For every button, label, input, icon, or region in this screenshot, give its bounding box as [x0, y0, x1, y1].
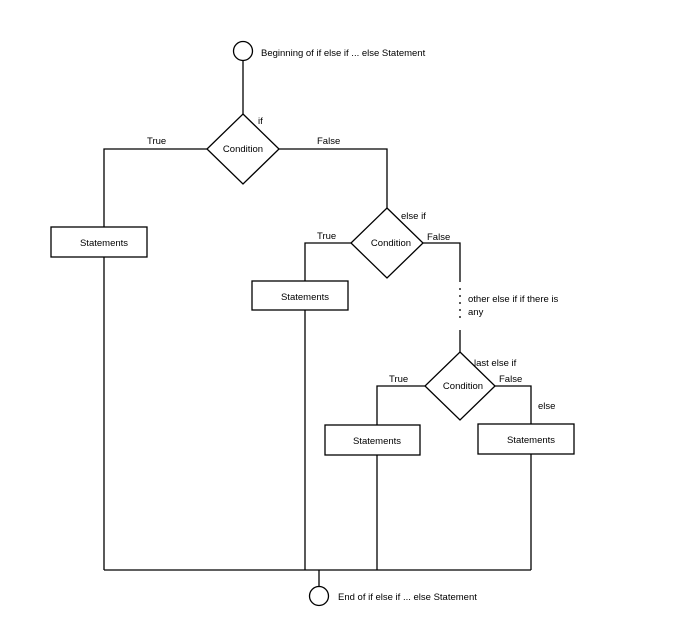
- start-terminal: [232, 40, 254, 62]
- label-elseif-false: False: [427, 232, 450, 243]
- condition-last-text: Condition: [443, 381, 483, 392]
- label-last-false: False: [499, 374, 522, 385]
- statements-box-4-text: Statements: [507, 435, 555, 446]
- label-last-true: True: [389, 374, 408, 385]
- condition-if-diamond: [206, 113, 280, 185]
- branch-if-false: [279, 148, 388, 208]
- end-terminal: [308, 585, 330, 607]
- label-elseif-true: True: [317, 231, 336, 242]
- statements-box-2-text: Statements: [281, 292, 329, 303]
- other-else-if-line1: other else if if there is: [468, 294, 559, 305]
- branch-if-true: [103, 148, 207, 227]
- statements-box-3: [324, 424, 421, 456]
- condition-elseif-diamond: [350, 207, 424, 279]
- branch-last-false: [495, 385, 532, 424]
- end-label: End of if else if ... else Statement: [338, 592, 477, 603]
- start-label: Beginning of if else if ... else Stateme…: [261, 48, 426, 59]
- label-last-else-if: last else if: [474, 358, 517, 369]
- label-if: if: [258, 116, 263, 127]
- other-else-if-line2: any: [468, 307, 484, 318]
- condition-elseif-text: Condition: [371, 238, 411, 249]
- branch-elseif-true: [304, 242, 351, 281]
- condition-if-text: Condition: [223, 144, 263, 155]
- label-if-false: False: [317, 136, 340, 147]
- label-if-true: True: [147, 136, 166, 147]
- statements-box-3-text: Statements: [353, 436, 401, 447]
- condition-last-diamond: [424, 351, 496, 421]
- label-else: else: [538, 401, 555, 412]
- statements-box-1: [50, 226, 148, 258]
- label-else-if: else if: [401, 211, 426, 222]
- statements-box-1-text: Statements: [80, 238, 128, 249]
- statements-box-2: [251, 280, 349, 311]
- branch-last-true: [376, 385, 425, 425]
- statements-box-4: [477, 423, 575, 455]
- branch-elseif-false: [423, 242, 461, 282]
